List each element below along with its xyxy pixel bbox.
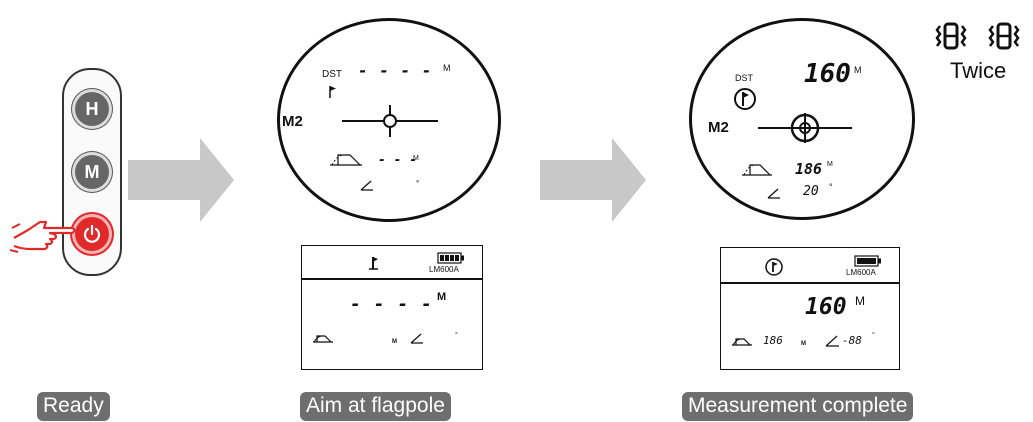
angle-icon [360,180,373,191]
slope-icon [732,338,752,346]
angle-unit: ° [416,179,420,188]
slope-unit: M [801,341,806,347]
distance-readout: 160 [804,59,851,89]
distance-readout: - - - - [358,61,433,80]
slope-unit: M [413,155,419,162]
twice-label: Twice [950,58,1007,83]
dst-label: DST [735,73,753,83]
slope-unit: M [827,161,833,168]
flag-icon [329,86,336,98]
distance-unit: M [437,291,447,303]
slope-icon [330,154,362,166]
lcd-screen-aim: LM600A - - - - M M ° [301,245,483,370]
vibration-icon [988,22,1020,50]
battery-icon [854,255,881,267]
distance-readout: - - - - [350,294,433,315]
power-icon [83,224,101,243]
angle-icon [825,335,839,347]
lcd-divider [302,278,482,280]
flag-target-icon [765,258,783,276]
slope-icon [313,335,333,343]
viewfinder-complete: DST 160 M M2 186 M 20 ° [689,18,915,220]
angle-icon [767,188,780,199]
model-label: LM600A [429,265,459,274]
angle-value: 20 [803,184,819,199]
h-button-label: H [85,98,99,119]
angle-icon [410,333,423,344]
angle-unit: ° [872,332,875,339]
battery-icon [437,252,464,264]
control-panel: H M [62,68,122,276]
lcd-divider [721,282,899,284]
slope-unit: M [392,339,397,345]
angle-unit: ° [829,182,833,192]
power-button[interactable] [75,217,109,251]
distance-readout: 160 [805,294,847,320]
slope-distance: - - - [378,153,418,168]
distance-unit: M [855,294,865,308]
angle-value: -88 [842,334,862,347]
vibration-icon [935,22,967,50]
distance-unit: M [854,65,862,75]
model-label: LM600A [846,268,876,277]
flag-target-icon [734,88,756,110]
slope-icon [742,164,772,176]
arrow-step-1 [128,138,234,222]
crosshair-locked-icon [758,113,852,143]
viewfinder-aim: DST - - - - M M2 - - - M ° [277,18,501,222]
m-button[interactable]: M [75,155,109,189]
slope-distance: 186 [763,334,783,347]
step-label-aim: Aim at flagpole [300,392,451,421]
m-button-label: M [84,161,100,182]
mode-indicator: M2 [708,119,729,136]
crosshair-icon [342,105,438,137]
pointing-hand-icon [10,220,76,253]
dst-label: DST [322,69,342,80]
mode-indicator: M2 [282,113,303,130]
angle-unit: ° [455,332,458,339]
arrow-step-2 [540,138,646,222]
step-label-ready: Ready [37,392,110,421]
lcd-screen-complete: LM600A 160 M 186 M -88 ° [720,247,900,370]
distance-unit: M [443,63,451,73]
flag-icon [369,257,378,270]
h-button[interactable]: H [75,92,109,126]
slope-distance: 186 [795,160,823,178]
step-label-complete: Measurement complete [682,392,914,421]
